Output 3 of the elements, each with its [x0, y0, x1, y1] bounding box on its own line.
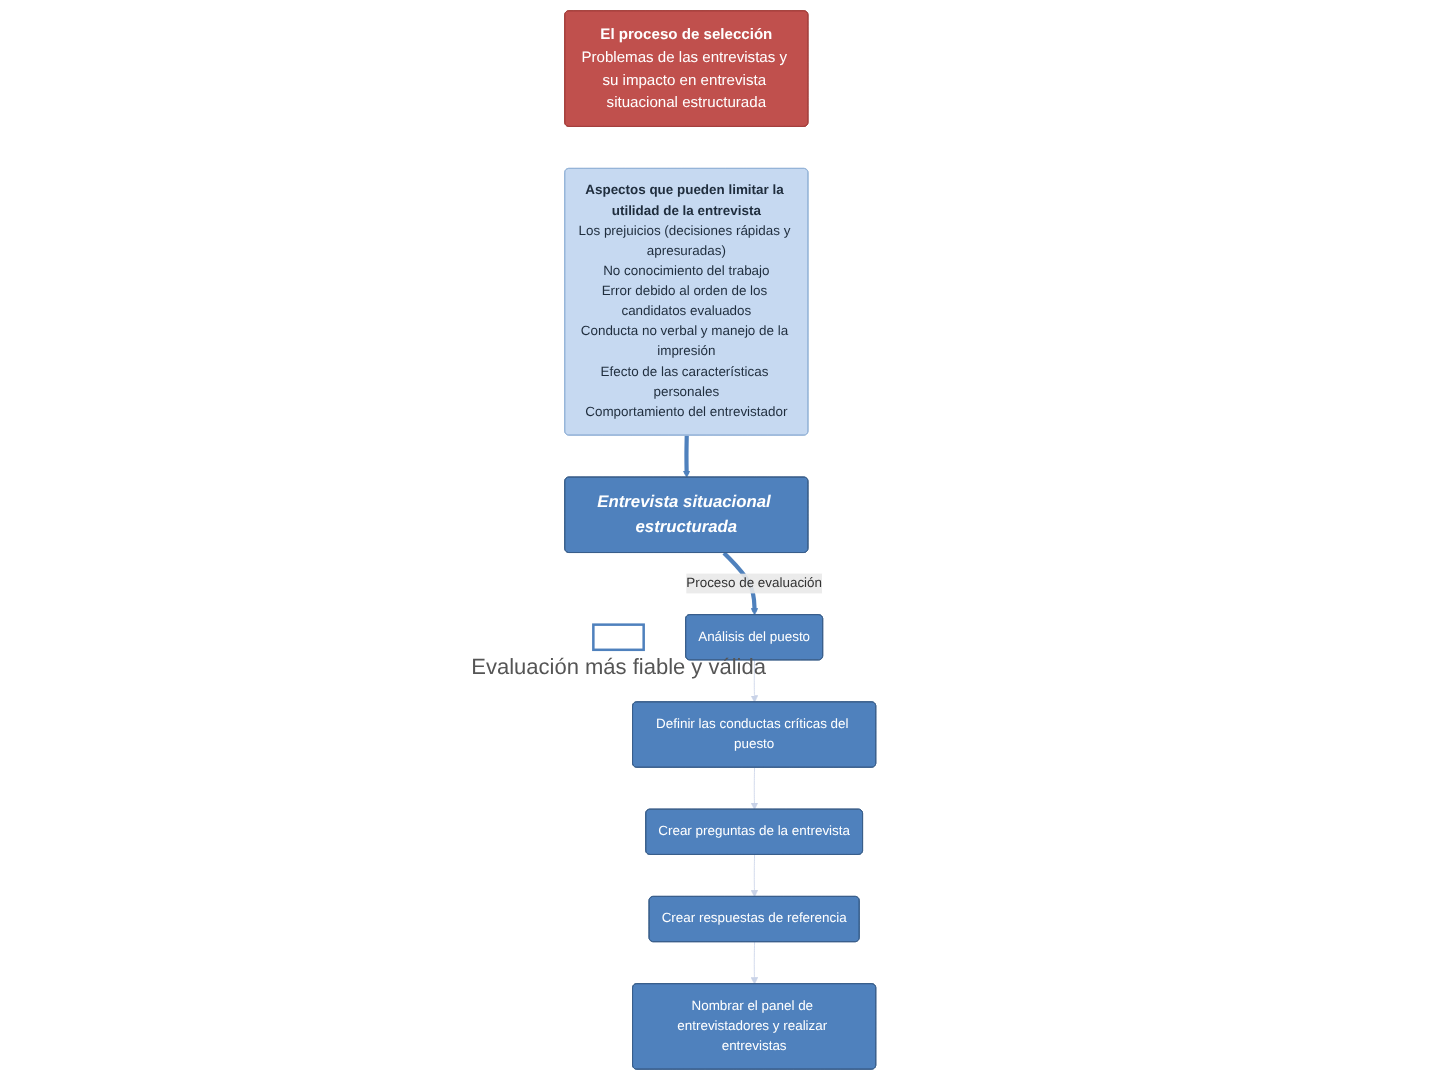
node-caption: Evaluación más fiable y válida [471, 655, 766, 680]
arrow [682, 435, 691, 478]
node-box [591, 623, 645, 652]
